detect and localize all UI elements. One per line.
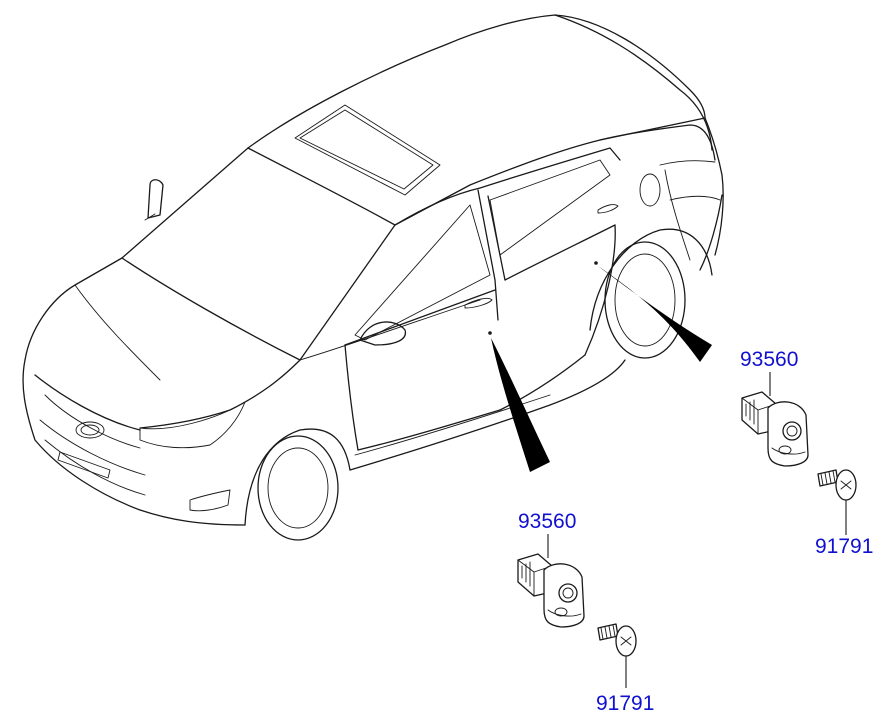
callout-sensor-rear[interactable]: 93560	[740, 348, 799, 371]
rear-pointer-wedge	[598, 266, 712, 362]
rear-door-switch-sensor	[741, 391, 809, 467]
front-door-sensor-location	[488, 331, 492, 335]
front-mounting-screw	[597, 623, 637, 657]
front-pointer-wedge	[491, 338, 550, 472]
callout-screw-rear[interactable]: 91791	[815, 535, 874, 558]
callout-screw-front[interactable]: 91791	[596, 692, 655, 715]
rear-door-sensor-location	[594, 261, 598, 265]
rear-mounting-screw	[817, 469, 857, 501]
car-illustration	[22, 14, 724, 541]
front-door-switch-sensor	[517, 553, 585, 628]
callout-sensor-front[interactable]: 93560	[518, 510, 577, 533]
